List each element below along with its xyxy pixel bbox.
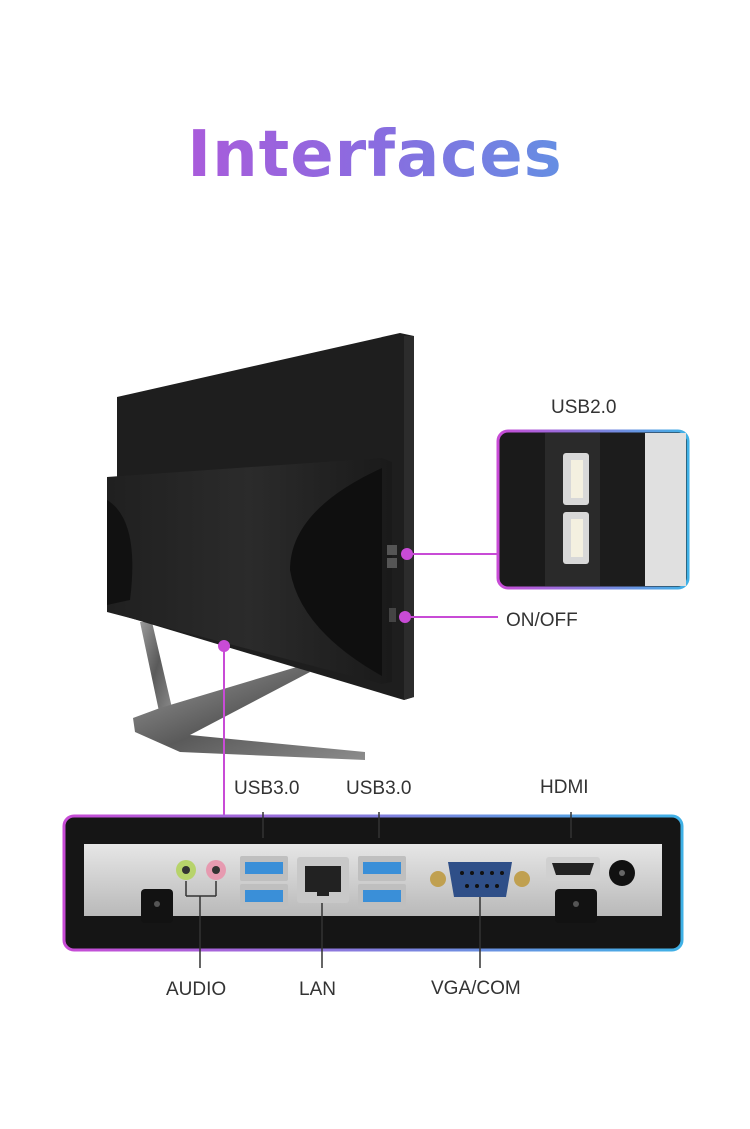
usb2-label: USB2.0 xyxy=(551,397,617,418)
vga-com-port xyxy=(448,862,512,897)
io-panel xyxy=(62,814,684,952)
monitor-image xyxy=(107,333,414,760)
stand-base xyxy=(133,666,365,760)
page-title: Interfaces xyxy=(0,118,750,192)
onoff-label: ON/OFF xyxy=(506,610,578,631)
callout-lines xyxy=(218,548,498,816)
usb3-right-label: USB3.0 xyxy=(346,778,412,799)
panel-callout-lines xyxy=(185,812,572,968)
hdmi-label: HDMI xyxy=(540,777,589,798)
vga-com-label: VGA/COM xyxy=(431,978,521,999)
audio-label: AUDIO xyxy=(166,979,227,1000)
lan-label: LAN xyxy=(299,979,336,1000)
stand-arm xyxy=(140,622,172,716)
usb3-left-label: USB3.0 xyxy=(234,778,300,799)
usb2-detail-box xyxy=(496,429,690,590)
